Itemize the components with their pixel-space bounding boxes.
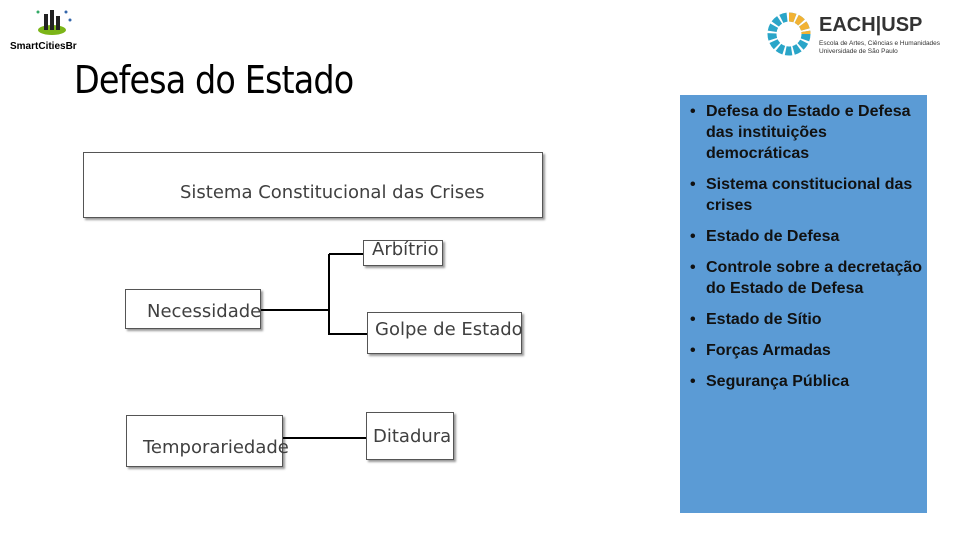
- diagram-header: Sistema Constitucional das Crises: [180, 182, 485, 203]
- smartcitiesbr-logo: SmartCitiesBr: [10, 4, 95, 52]
- page-title: Defesa do Estado: [74, 58, 354, 102]
- topic-item: Controle sobre a decretação do Estado de…: [690, 257, 927, 299]
- usp-subtitle: Universidade de São Paulo: [819, 48, 898, 55]
- connector-line: [329, 253, 363, 255]
- topic-item: Forças Armadas: [690, 340, 927, 361]
- arbitrio-label: Arbítrio: [372, 239, 439, 260]
- golpe-box: Golpe de Estado: [367, 312, 523, 354]
- connector-line: [328, 254, 330, 335]
- temporariedade-label: Temporariedade: [143, 437, 289, 458]
- topic-item: Estado de Defesa: [690, 226, 927, 247]
- temporariedade-box: Temporariedade: [126, 415, 289, 467]
- diagram-header-box: Sistema Constitucional das Crises: [83, 152, 543, 218]
- ditadura-label: Ditadura: [373, 426, 452, 447]
- topic-item: Defesa do Estado e Defesa das instituiçõ…: [690, 101, 927, 164]
- connector-line: [261, 309, 329, 311]
- golpe-label: Golpe de Estado: [375, 319, 523, 340]
- necessidade-label: Necessidade: [147, 301, 262, 322]
- topic-item: Segurança Pública: [690, 371, 927, 392]
- topic-item: Sistema constitucional das crises: [690, 174, 927, 216]
- topics-panel: Defesa do Estado e Defesa das instituiçõ…: [680, 95, 927, 513]
- each-usp-title: EACH|USP: [819, 14, 923, 36]
- arbitrio-box: Arbítrio: [363, 239, 443, 266]
- each-subtitle: Escola de Artes, Ciências e Humanidades: [819, 40, 941, 47]
- necessidade-box: Necessidade: [125, 289, 261, 329]
- connector-line: [329, 333, 367, 335]
- topic-item: Estado de Sítio: [690, 309, 927, 330]
- each-usp-logo: EACH|USP Escola de Artes, Ciências e Hum…: [765, 10, 945, 60]
- smartcitiesbr-logo-text: SmartCitiesBr: [10, 41, 77, 52]
- ditadura-box: Ditadura: [366, 412, 454, 460]
- connector-line: [283, 437, 366, 439]
